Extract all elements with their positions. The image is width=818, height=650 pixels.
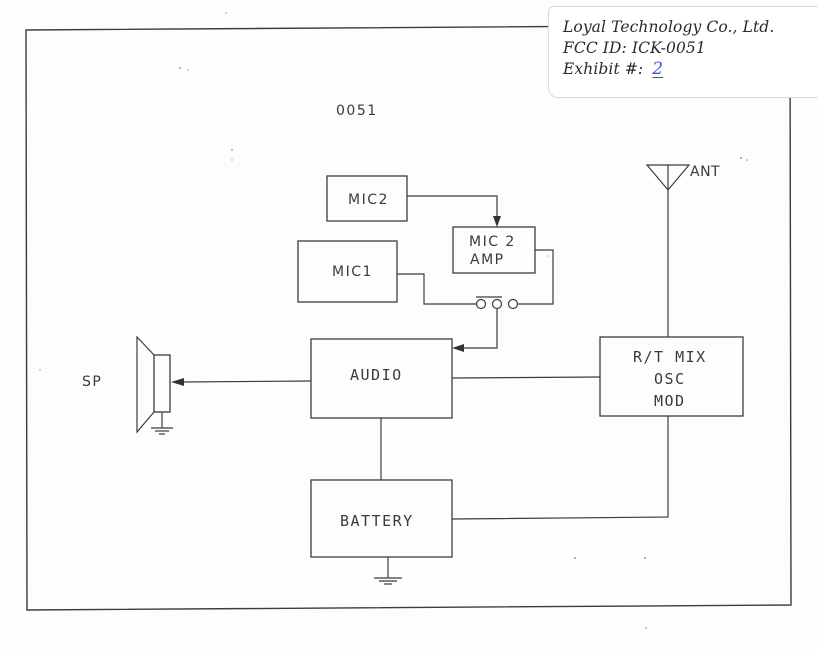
exhibit-label: Exhibit #:: [563, 60, 644, 78]
arrowhead-left-icon: [452, 344, 464, 352]
speaker-icon: [136, 335, 173, 435]
audio-label: AUDIO: [350, 366, 403, 384]
audio-to-rt-wire: [451, 376, 601, 379]
mic2-label: MIC2: [348, 192, 389, 208]
battery-to-rt-wire: [451, 416, 669, 520]
rt-label-line3: MOD: [654, 392, 686, 410]
battery-block: BATTERY: [310, 479, 453, 558]
battery-label: BATTERY: [340, 512, 414, 530]
rt-label-line1: R/T MIX: [633, 348, 707, 366]
mic1-to-switch-wire: [397, 273, 476, 305]
rt-label-line2: OSC: [654, 370, 686, 388]
mic2-block: MIC2: [326, 175, 408, 222]
rt-mix-osc-mod-block: R/T MIX OSC MOD: [599, 336, 744, 417]
arrowhead-left-icon: [171, 378, 184, 386]
switch-to-audio-wire: [462, 309, 498, 349]
antenna-icon: [645, 164, 691, 337]
audio-to-speaker-wire: [181, 380, 312, 383]
stamp-exhibit: Exhibit #: 2: [563, 59, 818, 80]
fcc-id-value: ICK-0051: [631, 39, 706, 57]
fcc-id-label: FCC ID:: [563, 39, 627, 57]
stamp-company: Loyal Technology Co., Ltd.: [563, 18, 775, 36]
mic1-label: MIC1: [332, 264, 373, 280]
mic2-amp-block: MIC 2 AMP: [452, 226, 536, 274]
scan-noise: [39, 12, 748, 629]
mic2-to-amp-wire: [407, 195, 498, 218]
exhibit-number: 2: [652, 59, 664, 79]
amp-to-switch-wire: [518, 249, 554, 305]
mic2-amp-label-line2: AMP: [470, 252, 505, 268]
antenna-label: ANT: [690, 164, 720, 180]
selector-switch-icon: [475, 296, 519, 310]
ground-icon: [374, 557, 402, 585]
arrowhead-down-icon: [493, 216, 501, 227]
fcc-exhibit-stamp: Loyal Technology Co., Ltd. FCC ID: ICK-0…: [548, 6, 818, 98]
diagram-border: [25, 24, 792, 611]
mic1-block: MIC1: [297, 240, 398, 303]
diagram-title: 0051: [336, 103, 378, 119]
mic2-amp-label-line1: MIC 2: [469, 234, 516, 250]
speaker-label: SP: [82, 374, 102, 390]
stamp-fcc-id: FCC ID: ICK-0051: [563, 38, 818, 59]
audio-block: AUDIO: [310, 338, 453, 419]
